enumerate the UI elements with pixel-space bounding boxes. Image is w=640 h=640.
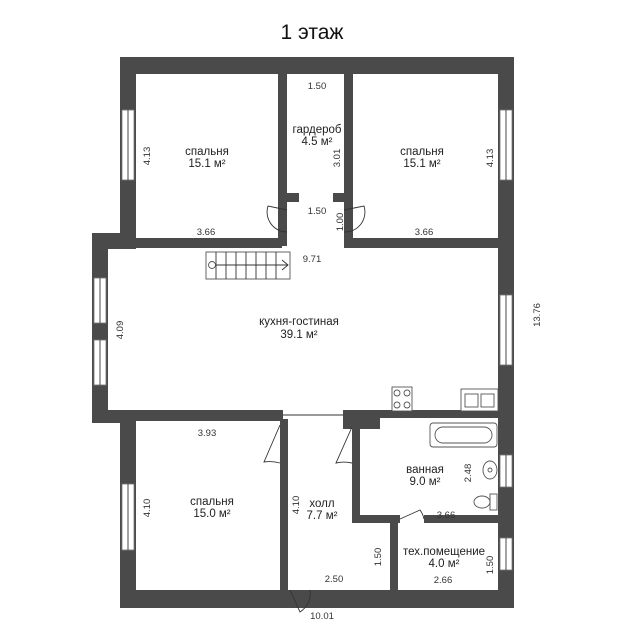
bathtub-icon — [429, 422, 498, 448]
dim-bedroom-sw-height: 4.10 — [142, 499, 153, 518]
dim-bedroom-ne-height: 4.13 — [485, 149, 496, 168]
doors — [263, 205, 425, 613]
dim-hall-side: 1.50 — [373, 548, 384, 567]
room-name-kitchen: кухня-гостиная — [259, 316, 339, 328]
room-name-bedroom-sw: спальня — [190, 496, 234, 508]
room-name-wardrobe: гардероб — [293, 124, 342, 136]
stairs-icon — [205, 251, 291, 280]
dim-corridor-width: 1.50 — [308, 206, 327, 217]
toilet-icon — [473, 493, 498, 511]
room-area-wardrobe: 4.5 м² — [302, 136, 333, 148]
floor-title: 1 этаж — [281, 21, 344, 44]
room-name-bathroom: ванная — [406, 464, 444, 476]
room-name-hall: холл — [309, 498, 334, 510]
room-area-tech: 4.0 м² — [429, 558, 460, 570]
room-area-kitchen: 39.1 м² — [280, 329, 317, 341]
dimension-labels: 3.66 4.13 1.50 3.01 1.50 1.00 3.66 4.13 … — [115, 81, 543, 622]
room-name-bedroom-ne: спальня — [400, 146, 444, 158]
fixtures — [391, 386, 499, 511]
dim-wardrobe-width: 1.50 — [308, 81, 327, 92]
dim-bedroom-ne-width: 3.66 — [415, 227, 434, 238]
dim-hall-width: 2.50 — [325, 574, 344, 585]
dim-total-width: 10.01 — [310, 611, 334, 622]
room-name-tech: тех.помещение — [403, 546, 485, 558]
dim-tech-width: 2.66 — [434, 575, 453, 586]
dim-tech-height: 1.50 — [485, 556, 496, 575]
room-area-bedroom-sw: 15.0 м² — [193, 508, 230, 520]
dim-corridor-door: 1.00 — [335, 213, 346, 232]
washbasin-icon — [482, 460, 498, 480]
dim-bathroom-height: 2.48 — [463, 464, 474, 483]
dim-bedroom-sw-width: 3.93 — [198, 428, 217, 439]
windows — [93, 109, 513, 571]
room-area-hall: 7.7 м² — [307, 510, 338, 522]
dim-kitchen-width: 9.71 — [303, 254, 322, 265]
room-name-bedroom-nw: спальня — [185, 146, 229, 158]
kitchen-sink-icon — [460, 388, 499, 412]
dim-bedroom-nw-width: 3.66 — [197, 227, 216, 238]
stove-icon — [391, 386, 413, 412]
room-area-bathroom: 9.0 м² — [410, 476, 441, 488]
dim-bathroom-width: 3.66 — [437, 510, 456, 521]
dim-bedroom-nw-height: 4.13 — [142, 147, 153, 166]
dim-hall-height: 4.10 — [291, 496, 302, 515]
room-area-bedroom-nw: 15.1 м² — [188, 158, 225, 170]
room-labels: спальня 15.1 м² гардероб 4.5 м² спальня … — [185, 124, 485, 570]
dim-kitchen-height: 4.09 — [115, 321, 126, 340]
dim-wardrobe-height: 3.01 — [332, 149, 343, 168]
dim-total-height: 13.76 — [532, 303, 543, 327]
room-area-bedroom-ne: 15.1 м² — [403, 158, 440, 170]
